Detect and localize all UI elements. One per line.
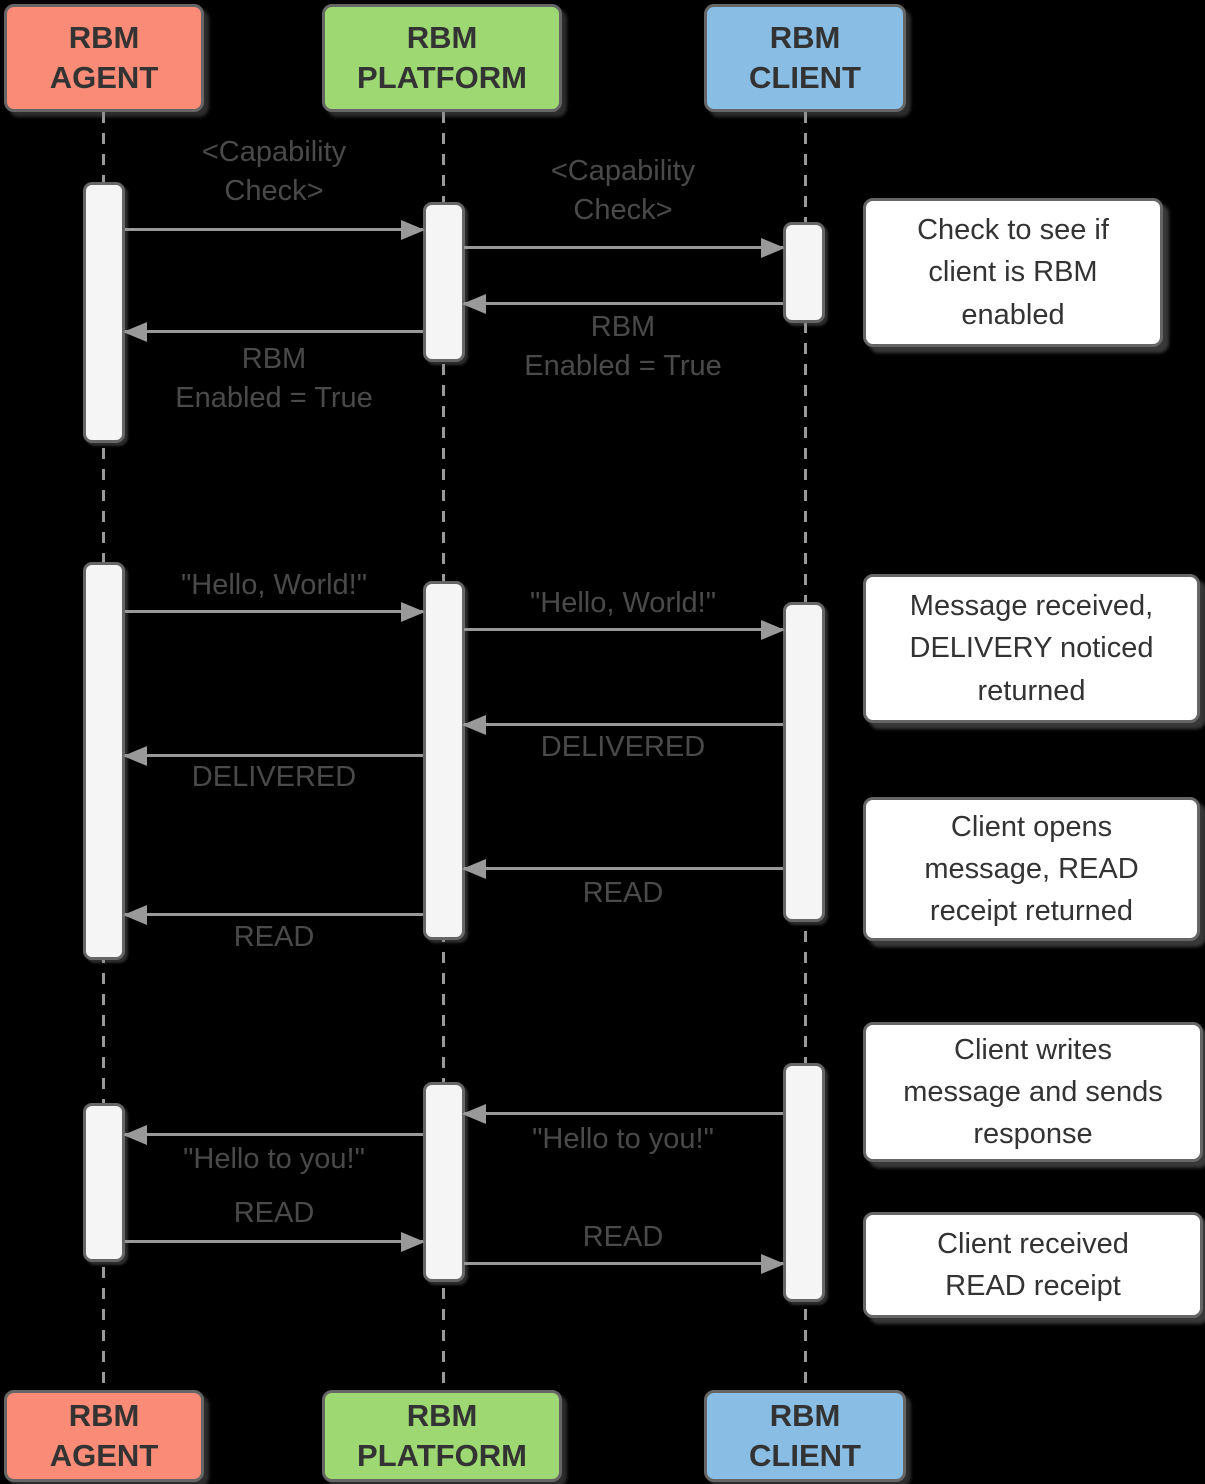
activation-bar-agent-1 <box>83 182 125 443</box>
activation-bar-client-2 <box>783 602 825 922</box>
arrowhead-icon <box>123 1124 147 1145</box>
activation-bar-platform-3 <box>423 1082 465 1282</box>
actor-box-client-footer: RBM CLIENT <box>704 1390 906 1482</box>
message-arrow-7 <box>462 714 783 735</box>
message-arrow-6 <box>464 619 785 640</box>
message-arrow-9 <box>462 858 783 879</box>
message-arrow-4 <box>123 321 423 342</box>
message-label-11: "Hello to you!" <box>532 1123 714 1155</box>
activation-bar-client-1 <box>783 222 825 323</box>
message-arrow-10 <box>123 904 423 925</box>
message-label-13: READ <box>233 1197 315 1229</box>
arrowhead-icon <box>462 714 486 735</box>
note-client-received: Client received READ receipt <box>863 1212 1203 1318</box>
message-arrow-5 <box>125 601 425 622</box>
note-message-received: Message received, DELIVERY noticed retur… <box>863 574 1200 723</box>
arrowhead-icon <box>761 237 785 258</box>
message-arrow-14 <box>464 1253 785 1274</box>
arrowhead-icon <box>123 904 147 925</box>
message-arrow-13 <box>125 1231 425 1252</box>
message-label-9: READ <box>582 877 664 909</box>
arrowhead-icon <box>462 858 486 879</box>
message-label-14: READ <box>582 1221 664 1253</box>
arrowhead-icon <box>401 219 425 240</box>
activation-bar-platform-1 <box>423 202 465 362</box>
actor-box-client-header: RBM CLIENT <box>704 4 906 112</box>
arrowhead-icon <box>462 1103 486 1124</box>
message-label-2: <Capability Check> <box>550 155 696 227</box>
message-label-6: "Hello, World!" <box>529 587 717 619</box>
arrowhead-icon <box>401 1231 425 1252</box>
arrowhead-icon <box>761 1253 785 1274</box>
message-arrow-12 <box>123 1124 423 1145</box>
arrowhead-icon <box>123 745 147 766</box>
actor-box-agent-header: RBM AGENT <box>4 4 204 112</box>
arrowhead-icon <box>123 321 147 342</box>
message-label-4: RBM Enabled = True <box>175 343 373 415</box>
arrowhead-icon <box>462 293 486 314</box>
arrowhead-icon <box>761 619 785 640</box>
message-label-12: "Hello to you!" <box>183 1143 365 1175</box>
message-arrow-2 <box>464 237 785 258</box>
message-label-3: RBM Enabled = True <box>524 311 722 383</box>
activation-bar-agent-3 <box>83 1103 125 1262</box>
message-label-7: DELIVERED <box>540 731 706 763</box>
message-label-10: READ <box>233 921 315 953</box>
message-arrow-11 <box>462 1103 783 1124</box>
actor-box-agent-footer: RBM AGENT <box>4 1390 204 1482</box>
message-label-5: "Hello, World!" <box>180 569 368 601</box>
message-arrow-3 <box>462 293 783 314</box>
note-client-opens: Client opens message, READ receipt retur… <box>863 797 1200 941</box>
actor-box-platform-header: RBM PLATFORM <box>322 4 562 112</box>
arrowhead-icon <box>401 601 425 622</box>
activation-bar-client-3 <box>783 1063 825 1302</box>
message-label-8: DELIVERED <box>191 761 357 793</box>
message-arrow-1 <box>125 219 425 240</box>
activation-bar-platform-2 <box>423 581 465 940</box>
actor-box-platform-footer: RBM PLATFORM <box>322 1390 562 1482</box>
message-arrow-8 <box>123 745 423 766</box>
note-capability-check: Check to see if client is RBM enabled <box>863 198 1163 347</box>
message-label-1: <Capability Check> <box>201 136 347 208</box>
note-client-writes: Client writes message and sends response <box>863 1022 1203 1162</box>
